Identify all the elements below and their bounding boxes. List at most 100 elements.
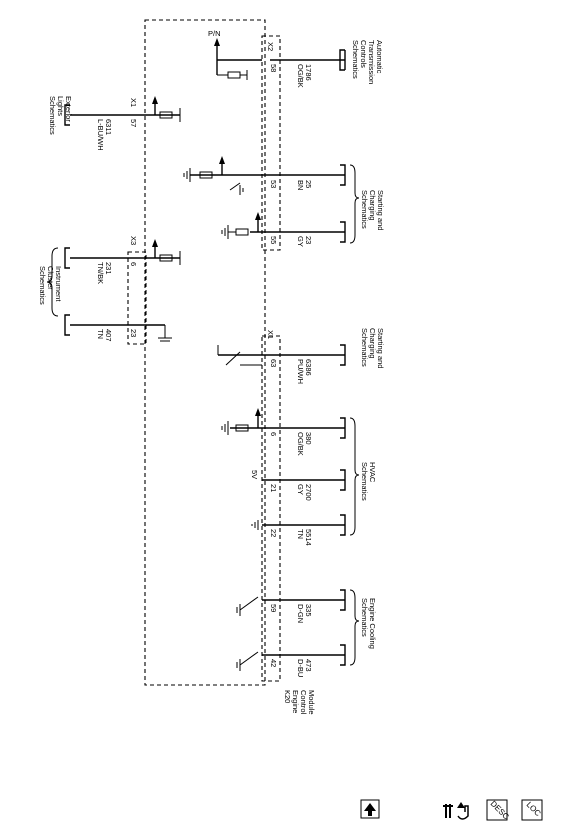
- ipc-line-1: Instrument: [54, 266, 63, 302]
- color-6311: L-BU/WH: [96, 119, 105, 151]
- socket-ext: [64, 104, 70, 126]
- atc-line-2: Transmission: [367, 40, 376, 84]
- pin-63: 63: [269, 359, 278, 367]
- pin-6-right: 6: [269, 432, 278, 436]
- circuit-6386: 6386: [304, 359, 313, 376]
- color-407: TN: [96, 329, 105, 339]
- pin-58: 58: [269, 64, 278, 72]
- module-label: K20 Engine Control Module: [283, 690, 316, 715]
- schematic-ref-exterior[interactable]: Exterior Lights Schematics: [48, 96, 73, 135]
- pn-label: P/N: [208, 29, 221, 38]
- desc-button[interactable]: DESC: [486, 799, 511, 821]
- color-1786: OG/BK: [296, 64, 305, 88]
- pin-23: 23: [129, 329, 138, 337]
- connector-x3-boundary: [127, 251, 147, 345]
- start1-line-3: Schematics: [360, 190, 369, 229]
- left-labels: 57 6311 L-BU/WH 6 231 TN/BK 23 407 TN: [96, 119, 138, 342]
- connector-x2-label: X2: [266, 42, 275, 51]
- cool-line-2: Schematics: [360, 598, 369, 637]
- ipc-line-2: Cluster: [46, 266, 55, 290]
- color-5514: TN: [296, 529, 305, 539]
- start2-line-1: Starting and: [376, 328, 385, 368]
- color-335: D-GN: [296, 604, 305, 623]
- circuit-6311: 6311: [104, 119, 113, 135]
- loc-button[interactable]: LOC: [521, 799, 543, 821]
- circuit-row-6-left: [70, 239, 181, 265]
- atc-line-1: Automatic: [375, 40, 384, 74]
- connector-x1-right-label: X1: [266, 330, 275, 339]
- schematic-ref-hvac[interactable]: HVAC Schematics: [360, 462, 377, 501]
- socket-cool: [340, 589, 360, 666]
- module-id: K20: [283, 690, 292, 703]
- atc-line-3: Controls: [359, 40, 368, 68]
- wiring-tools-button[interactable]: [443, 802, 469, 820]
- schematic-ref-atc[interactable]: Automatic Transmission Controls Schemati…: [351, 40, 384, 84]
- color-25: BN: [296, 180, 305, 190]
- start1-line-2: Charging: [368, 190, 377, 220]
- circuit-473: 473: [304, 659, 313, 672]
- ipc-line-3: Schematics: [38, 266, 47, 305]
- connector-x3-label: X3: [129, 236, 138, 245]
- up-arrow-button[interactable]: [360, 799, 380, 819]
- schematic-ref-instrument[interactable]: Instrument Cluster Schematics: [38, 266, 63, 305]
- circuit-row-63: [217, 345, 345, 366]
- circuit-5514: 5514: [304, 529, 313, 546]
- ext-line-1: Exterior: [64, 96, 73, 122]
- ext-line-2: Lights: [56, 96, 65, 116]
- module-name-line-2: Control: [299, 690, 308, 715]
- socket-ipc: [64, 247, 70, 336]
- circuit-row-58: [214, 38, 345, 80]
- circuit-row-6-right: [221, 408, 345, 435]
- circuit-1786: 1786: [304, 64, 313, 81]
- atc-line-4: Schematics: [351, 40, 360, 79]
- socket-start1: [340, 164, 360, 244]
- color-6386: PU/WH: [296, 359, 305, 384]
- circuit-row-23: [70, 324, 172, 342]
- pin-22: 22: [269, 529, 278, 537]
- pin-57: 57: [129, 119, 138, 127]
- schematic-ref-cooling[interactable]: Engine Cooling Schematics: [360, 598, 377, 649]
- wiring-tools-icon: [443, 802, 469, 820]
- ipc-brace: [46, 247, 59, 317]
- socket-start2: [340, 344, 346, 366]
- connector-x2-boundary: [261, 35, 281, 251]
- connector-x1-left-label: X1: [129, 98, 138, 107]
- up-arrow-icon: [364, 803, 376, 816]
- pin-53: 53: [269, 180, 278, 188]
- start2-line-3: Schematics: [360, 328, 369, 367]
- module-name-line-1: Engine: [291, 690, 300, 713]
- socket-hvac: [340, 417, 360, 536]
- circuit-231: 231: [104, 262, 113, 275]
- module-boundary: [144, 19, 266, 686]
- pin-55: 55: [269, 236, 278, 244]
- circuit-23: 23: [304, 236, 313, 244]
- circuit-row-59: [236, 596, 345, 616]
- pin-21: 21: [269, 484, 278, 492]
- pin-42: 42: [269, 659, 278, 667]
- ext-line-3: Schematics: [48, 96, 57, 135]
- right-labels: 58 1786 OG/BK 53 25 BN 55 23 GY 63 6386 …: [269, 64, 313, 677]
- five-volt-label: 5V: [250, 470, 259, 479]
- color-23: GY: [296, 236, 305, 247]
- circuit-row-57: [70, 96, 181, 122]
- circuit-335: 335: [304, 604, 313, 617]
- cool-line-1: Engine Cooling: [368, 598, 377, 649]
- color-2700: GY: [296, 484, 305, 495]
- hvac-line-1: HVAC: [368, 462, 377, 483]
- socket-atc: [339, 49, 346, 71]
- start2-line-2: Charging: [368, 328, 377, 358]
- module-name-line-3: Module: [307, 690, 316, 715]
- color-380: OG/BK: [296, 432, 305, 456]
- circuit-380: 380: [304, 432, 313, 445]
- circuit-row-53: [183, 156, 345, 195]
- connector-x1-right-boundary: [261, 335, 281, 682]
- hvac-line-2: Schematics: [360, 462, 369, 501]
- color-473: D-BU: [296, 659, 305, 677]
- color-231: TN/BK: [96, 262, 105, 284]
- start1-line-1: Starting and: [376, 190, 385, 230]
- circuit-407: 407: [104, 329, 113, 342]
- schematic-ref-starting-1[interactable]: Starting and Charging Schematics: [360, 190, 385, 230]
- circuit-row-42: [236, 651, 345, 671]
- circuit-25: 25: [304, 180, 313, 188]
- schematic-ref-starting-2[interactable]: Starting and Charging Schematics: [360, 328, 385, 368]
